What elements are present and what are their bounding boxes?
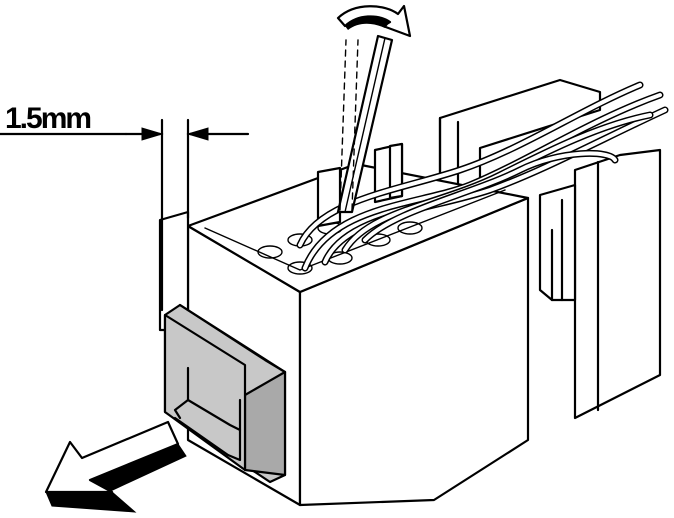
release-tool [336, 34, 394, 214]
release-latch [163, 303, 287, 484]
dimension-label: 1.5mm [5, 102, 90, 135]
dimension-annotation: 1.5mm [0, 102, 250, 312]
curved-rotation-arrow-icon [336, 4, 412, 38]
wire-bundle [296, 81, 669, 272]
pull-direction-arrow-icon [44, 420, 187, 513]
